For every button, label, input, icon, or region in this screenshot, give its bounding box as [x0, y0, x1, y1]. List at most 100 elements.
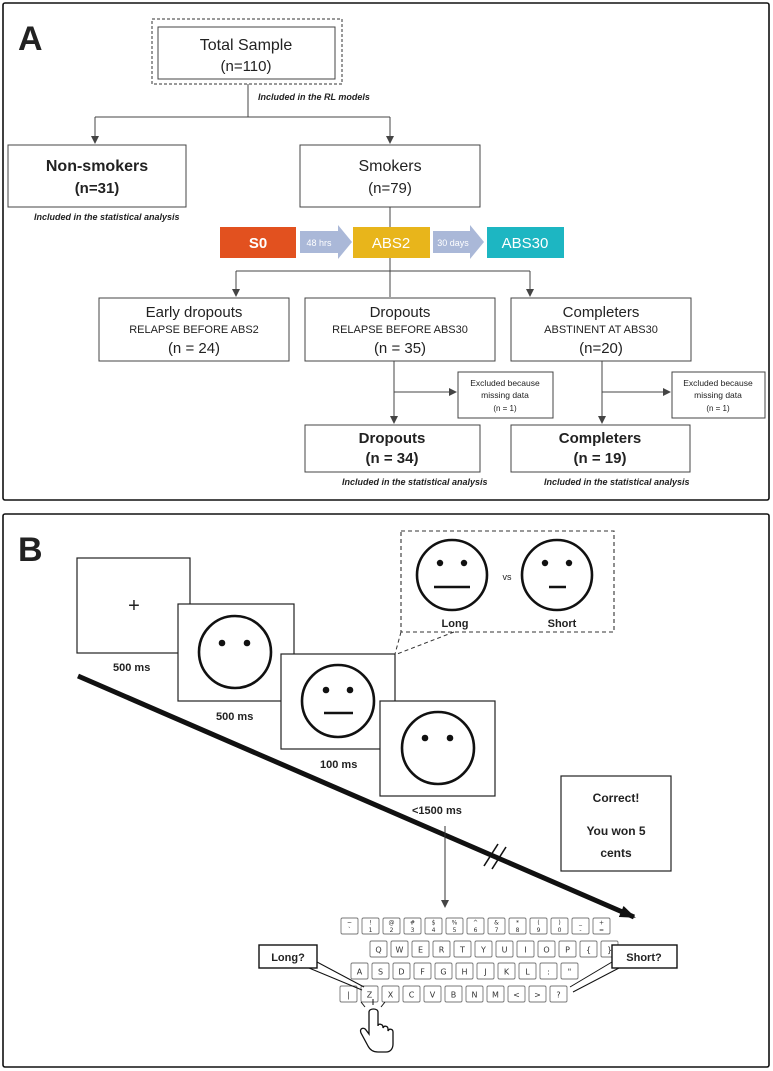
keyboard-key[interactable] [371, 962, 390, 980]
key-label: 0 [558, 927, 562, 934]
key-label: < [513, 991, 520, 1000]
key-label: 6 [474, 927, 478, 934]
keyboard-key[interactable] [579, 940, 598, 958]
key-label: C [409, 991, 415, 1000]
key-label: H [461, 968, 467, 977]
timeline-abs2-label: ABS2 [372, 235, 410, 252]
key-label: D [398, 968, 404, 977]
key-label: K [504, 968, 510, 977]
keyboard-key[interactable] [339, 985, 358, 1003]
key-label: S [378, 968, 383, 977]
long-question-box [258, 944, 318, 969]
keyboard-key[interactable] [411, 940, 430, 958]
keyboard-key[interactable] [424, 917, 443, 935]
key-label: N [472, 991, 478, 1000]
nonsmokers-title: Non-smokers [46, 158, 148, 175]
long-question: Long? [271, 952, 305, 964]
completers-final-count: (n = 19) [574, 450, 627, 467]
keyboard-key[interactable] [361, 917, 380, 935]
timeline-s0 [220, 227, 296, 258]
inset-callout [396, 631, 455, 655]
total-sample-note: Included in the RL models [258, 92, 370, 102]
keyboard-key[interactable] [549, 985, 568, 1003]
keyboard-key[interactable] [381, 985, 400, 1003]
key-label: | [347, 991, 350, 1000]
keyboard-key[interactable] [445, 917, 464, 935]
panel-b-label: B [18, 531, 43, 569]
keyboard-key[interactable] [382, 917, 401, 935]
key-label: Z [367, 991, 373, 1000]
keyboard-key[interactable] [453, 940, 472, 958]
excluded-right-line1: Excluded because [683, 378, 753, 388]
frame1-duration: 500 ms [113, 662, 150, 674]
keyboard-key[interactable] [466, 917, 485, 935]
keyboard-key[interactable] [507, 985, 526, 1003]
key-label: - [579, 927, 581, 934]
keyboard-key[interactable] [560, 962, 579, 980]
keyboard-key[interactable] [392, 962, 411, 980]
inset-vs: vs [503, 572, 513, 582]
keyboard-key[interactable] [413, 962, 432, 980]
callout-line [308, 967, 363, 991]
key-label: G [440, 968, 446, 977]
keyboard-key[interactable] [390, 940, 409, 958]
key-shift-label: * [516, 920, 519, 927]
keyboard-key[interactable] [403, 917, 422, 935]
keyboard-key[interactable] [434, 962, 453, 980]
keyboard-key[interactable] [537, 940, 556, 958]
early-dropouts-box [98, 297, 290, 362]
hand-pointer-icon [359, 999, 394, 1053]
early-dropouts-count: (n = 24) [168, 340, 220, 357]
keyboard-key[interactable] [486, 985, 505, 1003]
keyboard-key[interactable] [529, 917, 548, 935]
key-shift-label: @ [389, 920, 395, 927]
keyboard-key[interactable] [455, 962, 474, 980]
keyboard-key[interactable] [571, 917, 590, 935]
completers-count: (n=20) [579, 340, 623, 357]
fixation-cross: + [128, 595, 140, 617]
key-label: ? [556, 991, 560, 1000]
keyboard-key[interactable] [495, 940, 514, 958]
keyboard-key[interactable] [550, 917, 569, 935]
keyboard-key[interactable] [518, 962, 537, 980]
keyboard-key[interactable] [487, 917, 506, 935]
eye-icon [446, 734, 454, 742]
keyboard-key[interactable] [508, 917, 527, 935]
keyboard-key[interactable] [516, 940, 535, 958]
keyboard-key[interactable] [402, 985, 421, 1003]
total-sample-count: (n=110) [220, 58, 271, 75]
inset-long-label: Long [442, 618, 469, 630]
callout-line [569, 961, 613, 988]
keyboard-key[interactable] [528, 985, 547, 1003]
timeline-gap-30d: 30 days [437, 238, 469, 248]
keyboard-key[interactable] [539, 962, 558, 980]
keyboard-key[interactable] [474, 940, 493, 958]
dropouts-title: Dropouts [370, 304, 431, 321]
keyboard-key[interactable] [350, 962, 369, 980]
keyboard-key[interactable] [497, 962, 516, 980]
time-arrow [77, 673, 636, 920]
excluded-left-box [457, 371, 554, 419]
keyboard-key[interactable] [444, 985, 463, 1003]
keyboard-key[interactable] [558, 940, 577, 958]
keyboard-key[interactable] [432, 940, 451, 958]
keyboard-key[interactable] [465, 985, 484, 1003]
completers-final-box [510, 424, 691, 473]
key-label: Y [480, 946, 486, 955]
key-label: B [451, 991, 457, 1000]
frame2-duration: 500 ms [216, 711, 253, 723]
keyboard-key[interactable] [340, 917, 359, 935]
total-sample-box [157, 26, 336, 80]
keyboard-key[interactable] [369, 940, 388, 958]
completers-box [510, 297, 692, 362]
key-label: > [534, 991, 541, 1000]
completers-final-title: Completers [559, 430, 642, 447]
keyboard-key[interactable] [423, 985, 442, 1003]
key-shift-label: ~ [347, 920, 352, 927]
face-icon [300, 663, 376, 739]
keyboard-key[interactable] [592, 917, 611, 935]
key-label: { [586, 946, 591, 955]
key-label: 2 [390, 927, 394, 934]
keyboard-key[interactable] [476, 962, 495, 980]
keyboard-key[interactable] [360, 985, 379, 1003]
